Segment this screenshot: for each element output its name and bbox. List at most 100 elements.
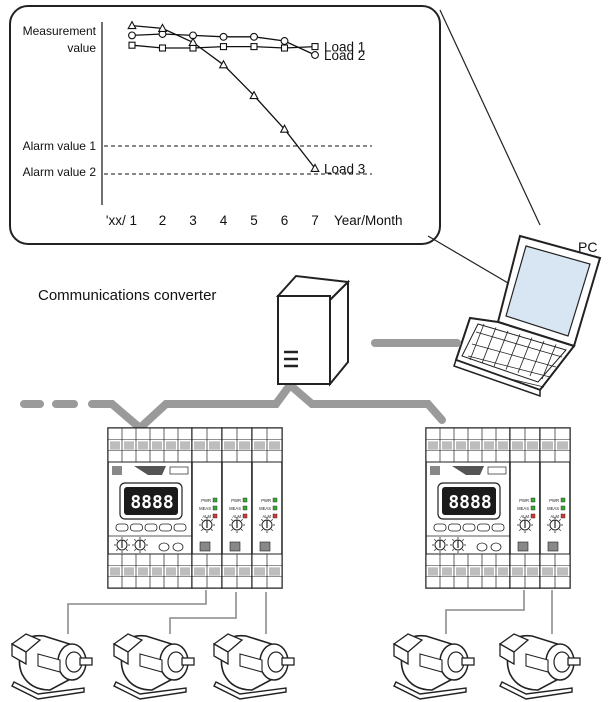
series-label-1: Load 1 bbox=[324, 40, 365, 55]
point-2-4 bbox=[219, 32, 228, 41]
point-3-7 bbox=[310, 163, 320, 172]
x-tick-label: 5 bbox=[250, 213, 258, 228]
status-label: MEAS bbox=[547, 506, 559, 511]
status-led bbox=[560, 513, 566, 519]
signal-conditioner-icon: PWR MEAS ALM bbox=[509, 427, 541, 589]
alarm2-label: Alarm value 2 bbox=[23, 165, 97, 179]
wire-motor-2 bbox=[169, 592, 237, 634]
x-axis-unit: Year/Month bbox=[334, 213, 403, 228]
point-3-5 bbox=[249, 90, 259, 100]
point-3-2 bbox=[157, 23, 168, 32]
status-label: MEAS bbox=[517, 506, 529, 511]
callout-line-top bbox=[439, 9, 541, 226]
potentiometer-icon bbox=[199, 517, 215, 533]
status-label: PWR bbox=[261, 498, 271, 503]
status-led bbox=[272, 505, 278, 511]
wire-motor-4 bbox=[445, 590, 525, 634]
chart-frame bbox=[9, 5, 441, 245]
device-display-value: 8888 bbox=[130, 492, 173, 513]
status-led bbox=[272, 513, 278, 519]
potentiometer-icon bbox=[450, 537, 466, 553]
point-2-7 bbox=[311, 51, 319, 59]
signal-conditioner-icon: 8888 bbox=[425, 427, 511, 589]
y-axis-title-line1: Measurement bbox=[23, 24, 97, 38]
y-axis-title-line2: value bbox=[67, 41, 96, 55]
motor-icon bbox=[212, 633, 295, 700]
potentiometer-icon bbox=[114, 537, 130, 553]
x-tick-label: 6 bbox=[281, 213, 289, 228]
status-led bbox=[242, 497, 248, 503]
point-3-3 bbox=[188, 37, 198, 46]
point-3-4 bbox=[218, 59, 229, 69]
wire-motor-1 bbox=[67, 590, 207, 634]
x-tick-label: 4 bbox=[220, 213, 228, 228]
point-1-2 bbox=[158, 44, 167, 52]
status-led bbox=[212, 513, 218, 519]
point-2-5 bbox=[250, 32, 258, 41]
status-led bbox=[242, 505, 248, 511]
status-label: MEAS bbox=[229, 506, 241, 511]
laptop-icon: PC bbox=[453, 234, 602, 398]
status-label: PWR bbox=[231, 498, 241, 503]
status-label: MEAS bbox=[259, 506, 271, 511]
point-1-4 bbox=[219, 43, 228, 51]
status-led bbox=[242, 513, 248, 519]
callout-line-bottom bbox=[427, 235, 521, 291]
motor-wiring bbox=[67, 590, 553, 634]
alarm1-label: Alarm value 1 bbox=[23, 139, 97, 153]
motor-icon bbox=[392, 633, 475, 700]
pc-label: PC bbox=[578, 239, 597, 255]
status-label: ALM bbox=[262, 514, 271, 519]
device-display-value: 8888 bbox=[448, 492, 491, 513]
device-display bbox=[442, 487, 496, 515]
potentiometer-icon bbox=[132, 537, 148, 553]
motor-icon bbox=[10, 633, 93, 700]
status-led bbox=[530, 513, 536, 519]
signal-conditioner-icon: PWR MEAS ALM bbox=[221, 427, 253, 589]
point-1-5 bbox=[250, 43, 258, 51]
series-label-2: Load 2 bbox=[324, 48, 365, 63]
potentiometer-icon bbox=[517, 517, 533, 533]
point-3-6 bbox=[279, 124, 290, 133]
converter-front bbox=[277, 295, 331, 385]
motor-icon bbox=[112, 633, 195, 700]
status-led bbox=[560, 505, 566, 511]
bus-right bbox=[286, 381, 446, 424]
status-led bbox=[212, 505, 218, 511]
laptop-keyboard bbox=[461, 323, 567, 383]
point-2-6 bbox=[280, 37, 289, 45]
trend-chart-panel: Measurement value Alarm value 1 Alarm va… bbox=[9, 5, 541, 291]
potentiometer-icon bbox=[229, 517, 245, 533]
cables bbox=[20, 339, 461, 434]
point-1-6 bbox=[280, 44, 289, 52]
converter-label: Communications converter bbox=[38, 287, 216, 304]
x-tick-label: 3 bbox=[189, 213, 197, 228]
converter-side bbox=[329, 279, 349, 387]
status-label: MEAS bbox=[199, 506, 211, 511]
signal-conditioner-icon: 8888 bbox=[107, 427, 193, 589]
series-label-3: Load 3 bbox=[324, 161, 365, 176]
status-label: PWR bbox=[549, 498, 559, 503]
point-1-1 bbox=[128, 41, 136, 49]
motors bbox=[10, 633, 581, 700]
laptop-screen bbox=[505, 245, 591, 337]
status-led bbox=[212, 497, 218, 503]
status-label: ALM bbox=[232, 514, 241, 519]
converter-icon bbox=[275, 274, 351, 387]
status-led bbox=[272, 497, 278, 503]
potentiometer-icon bbox=[432, 537, 448, 553]
status-label: PWR bbox=[201, 498, 211, 503]
status-label: PWR bbox=[519, 498, 529, 503]
bus-left bbox=[88, 381, 294, 434]
status-label: ALM bbox=[520, 514, 529, 519]
x-tick-label: 'xx/ 1 bbox=[106, 213, 137, 228]
potentiometer-icon bbox=[259, 517, 275, 533]
status-led bbox=[530, 505, 536, 511]
motor-icon bbox=[498, 633, 581, 700]
